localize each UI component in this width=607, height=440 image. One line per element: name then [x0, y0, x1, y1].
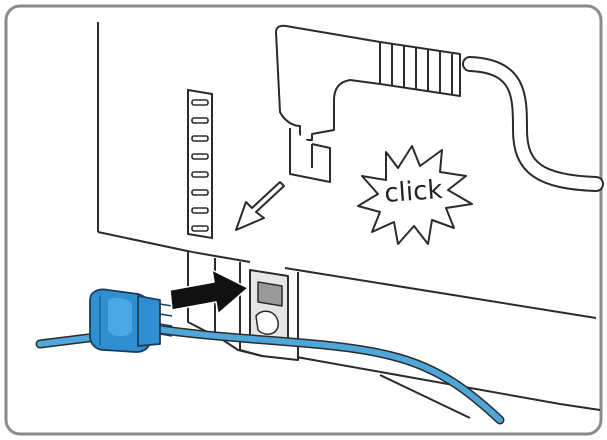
click-callout: click [357, 145, 473, 245]
arrow-down-left-icon [235, 181, 285, 231]
power-plug-icon [89, 288, 173, 353]
appliance-panel [97, 22, 601, 419]
starburst-icon [357, 145, 473, 245]
magnified-connector [275, 24, 604, 192]
vent-strip [187, 88, 213, 240]
arrow-right-icon [169, 269, 249, 315]
click-label: click [383, 175, 443, 209]
